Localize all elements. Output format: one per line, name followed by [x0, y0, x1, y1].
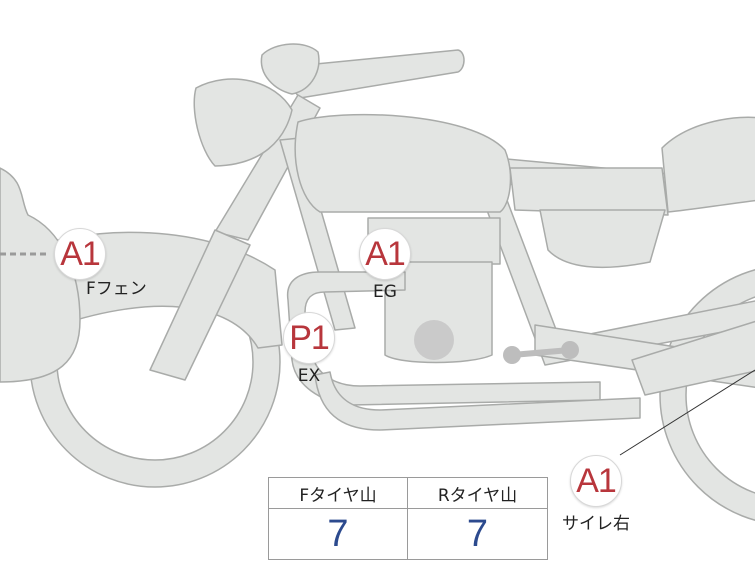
marker-label: サイレ右 [562, 514, 630, 534]
engine-cover [414, 320, 454, 360]
marker-label: EG [373, 282, 397, 302]
headlight [193, 78, 293, 167]
leader-muffler [619, 369, 755, 456]
footrest-bar [509, 347, 573, 358]
marker-code: A1 [359, 228, 411, 280]
handlebar [274, 49, 465, 99]
marker-engine[interactable]: A1 EG [359, 228, 411, 302]
marker-exhaust[interactable]: P1 EX [283, 312, 335, 386]
marker-code: P1 [283, 312, 335, 364]
tyre-tread-table: Fタイヤ山 Rタイヤ山 7 7 [268, 477, 548, 560]
rear-shock [631, 320, 755, 396]
rear-cowl [661, 116, 755, 213]
marker-label-front-fender: Fフェン [86, 279, 147, 299]
marker-front-fender[interactable]: A1 [54, 228, 106, 280]
fuel-tank [294, 113, 512, 213]
footrest-left [503, 346, 521, 364]
header-rear-tyre: Rタイヤ山 [408, 478, 547, 509]
side-cover [539, 209, 666, 269]
headlight-top [260, 43, 320, 95]
footrest-right [561, 341, 579, 359]
seat [509, 167, 669, 216]
marker-muffler-right[interactable]: A1 サイレ右 [562, 455, 630, 534]
marker-code: A1 [54, 228, 106, 280]
marker-code: A1 [570, 455, 622, 507]
header-front-tyre: Fタイヤ山 [269, 478, 408, 509]
engine-block [384, 261, 493, 364]
value-front-tyre: 7 [269, 509, 408, 559]
marker-label: EX [297, 366, 321, 386]
front-fork-lower [149, 229, 251, 381]
exhaust-lower [314, 371, 641, 431]
value-rear-tyre: 7 [466, 512, 489, 555]
